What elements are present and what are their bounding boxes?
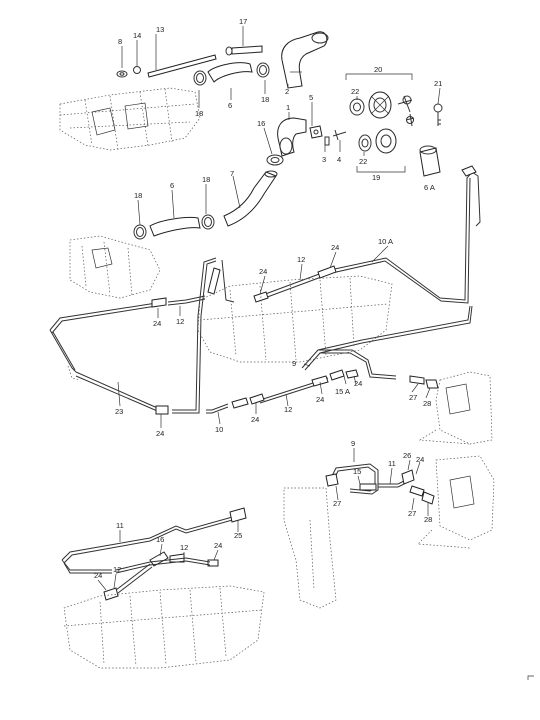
- label-16: 16: [257, 119, 265, 128]
- key-21: [433, 103, 443, 126]
- label-6a: 6 A: [424, 183, 435, 192]
- label-24: 24: [153, 319, 161, 328]
- clamp-18-left: [133, 224, 147, 240]
- rod-13: [147, 54, 217, 78]
- cap-assembly-19: [356, 113, 415, 173]
- line-9: [301, 305, 473, 380]
- label-8: 8: [118, 37, 122, 46]
- label-24: 24: [156, 429, 164, 438]
- label-1: 1: [286, 103, 290, 112]
- label-24: 24: [251, 415, 259, 424]
- label-21: 21: [434, 79, 442, 88]
- engine-block-outline-top: [59, 87, 201, 151]
- label-28: 28: [424, 515, 432, 524]
- label-24: 24: [94, 571, 102, 580]
- label-9: 9: [351, 439, 355, 448]
- clamps-18-top: [193, 62, 270, 86]
- fuel-tank-outline-lower: [63, 585, 265, 669]
- bolt-4: [332, 129, 347, 141]
- label-10: 10: [215, 425, 223, 434]
- label-12: 12: [180, 543, 188, 552]
- label-12: 12: [297, 255, 305, 264]
- label-24: 24: [354, 379, 362, 388]
- hose-17: [225, 45, 263, 56]
- label-18: 18: [202, 175, 210, 184]
- corner-mark: [527, 675, 534, 680]
- label-11: 11: [388, 459, 396, 468]
- label-18: 18: [195, 109, 203, 118]
- label-20: 20: [374, 65, 382, 74]
- label-3: 3: [322, 155, 326, 164]
- part-number-labels: 8 14 13 17 2 18 6 18 1 5 3 4 16 20 22 21…: [94, 17, 442, 580]
- label-28: 28: [423, 399, 431, 408]
- hose-6-middle: [149, 217, 201, 237]
- vehicle-body-outline-lower-right: [283, 455, 495, 609]
- engine-outline-left-middle: [69, 235, 161, 299]
- label-11: 11: [116, 521, 124, 530]
- connectors-lower-right: [325, 469, 435, 505]
- elbow-housing-1: [277, 117, 307, 157]
- label-25: 25: [234, 531, 242, 540]
- label-6: 6: [228, 101, 232, 110]
- label-7: 7: [230, 169, 234, 178]
- label-24: 24: [331, 243, 339, 252]
- label-27: 27: [408, 509, 416, 518]
- connectors-lower-left: [103, 507, 247, 601]
- leader-lines: [97, 26, 441, 591]
- cap-assembly-20: [345, 73, 413, 119]
- label-26: 26: [403, 451, 411, 460]
- engine-outline-right-middle: [418, 371, 493, 445]
- pin-3: [324, 136, 330, 146]
- label-10a: 10 A: [378, 237, 393, 246]
- label-24: 24: [316, 395, 324, 404]
- label-12: 12: [113, 565, 121, 574]
- label-12: 12: [176, 317, 184, 326]
- main-fuel-lines: [49, 257, 235, 414]
- clamp-14: [133, 66, 141, 74]
- line-10: [206, 377, 329, 414]
- label-5: 5: [309, 93, 313, 102]
- label-9: 9: [292, 359, 296, 368]
- label-27: 27: [333, 499, 341, 508]
- label-14: 14: [133, 31, 141, 40]
- label-19: 19: [372, 173, 380, 182]
- cap-6a: [419, 145, 441, 177]
- label-12: 12: [284, 405, 292, 414]
- label-16: 16: [156, 535, 164, 544]
- washer-5: [309, 125, 323, 139]
- label-18: 18: [261, 95, 269, 104]
- label-22: 22: [351, 87, 359, 96]
- label-27: 27: [409, 393, 417, 402]
- gasket-16-and-clamp: [266, 154, 284, 166]
- label-6: 6: [170, 181, 174, 190]
- label-4: 4: [337, 155, 341, 164]
- hose-6-top: [207, 62, 253, 83]
- line-10a-return: [259, 171, 481, 304]
- filler-hose-7: [223, 170, 278, 227]
- label-13: 13: [156, 25, 164, 34]
- clip-8: [116, 70, 128, 78]
- label-24: 24: [259, 267, 267, 276]
- label-22: 22: [359, 157, 367, 166]
- fuel-tank-outline-middle: [197, 275, 393, 363]
- label-24: 24: [416, 455, 424, 464]
- line-11-lower: [61, 515, 237, 574]
- label-17: 17: [239, 17, 247, 26]
- label-18: 18: [134, 191, 142, 200]
- clamp-18-right: [201, 214, 215, 230]
- filler-neck-2: [281, 31, 329, 89]
- label-15: 15: [353, 467, 361, 476]
- bracket-23: [67, 365, 81, 381]
- label-23: 23: [115, 407, 123, 416]
- label-24: 24: [214, 541, 222, 550]
- label-2: 2: [285, 87, 289, 96]
- label-15a: 15 A: [335, 387, 350, 396]
